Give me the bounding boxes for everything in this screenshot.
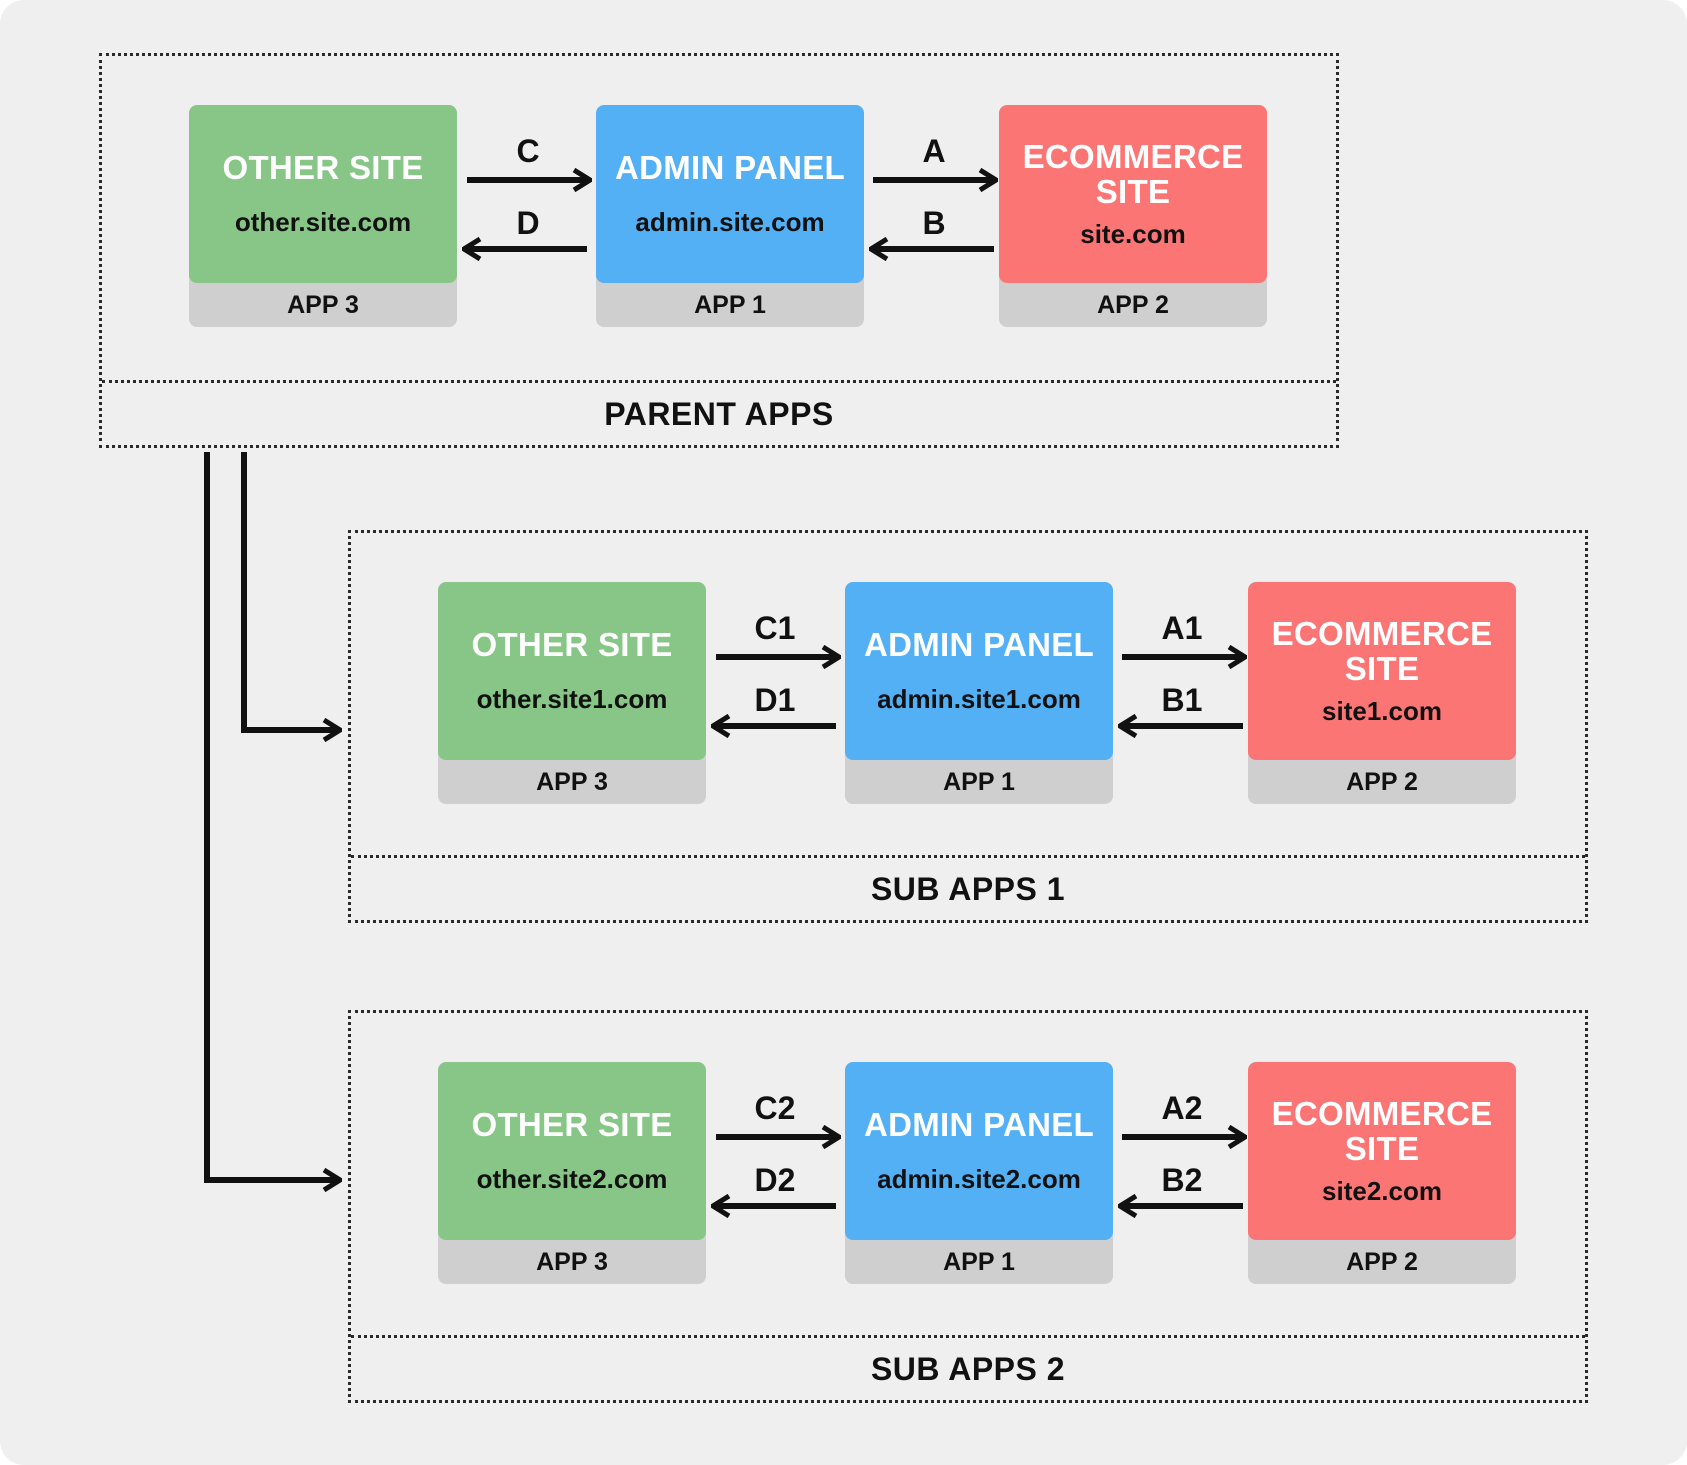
sub-apps-2-group: SUB APPS 2 bbox=[348, 1010, 1588, 1403]
app-title: ECOMMERCE SITE bbox=[1271, 614, 1493, 687]
app-title: ECOMMERCE SITE bbox=[1022, 137, 1244, 210]
sub-apps-2-label: SUB APPS 2 bbox=[351, 1335, 1585, 1400]
sub1-admin-panel-box: ADMIN PANEL admin.site1.com APP 1 bbox=[845, 582, 1113, 804]
edge-label-d1: D1 bbox=[754, 682, 796, 718]
app-title: OTHER SITE bbox=[471, 626, 673, 663]
app-domain: other.site.com bbox=[234, 207, 412, 237]
connector-parent-to-sub2 bbox=[204, 452, 340, 1180]
sub1-other-site-box: OTHER SITE other.site1.com APP 3 bbox=[438, 582, 706, 804]
app-footer-label: APP 1 bbox=[943, 767, 1015, 796]
app-title: ADMIN PANEL bbox=[614, 149, 845, 186]
app-domain: admin.site1.com bbox=[877, 684, 1081, 714]
parent-ecommerce-site-box: ECOMMERCE SITE site.com APP 2 bbox=[999, 105, 1267, 327]
sub1-ecommerce-site-box: ECOMMERCE SITE site1.com APP 2 bbox=[1248, 582, 1516, 804]
parent-apps-label: PARENT APPS bbox=[102, 380, 1336, 445]
parent-other-site-box: OTHER SITE other.site.com APP 3 bbox=[189, 105, 457, 327]
app-footer-label: APP 3 bbox=[536, 1247, 608, 1276]
app-title: ADMIN PANEL bbox=[863, 1106, 1094, 1143]
edge-label-a2: A2 bbox=[1161, 1090, 1203, 1126]
parent-apps-group: PARENT APPS bbox=[99, 53, 1339, 448]
app-footer-label: APP 3 bbox=[287, 290, 359, 319]
sub-apps-1-label: SUB APPS 1 bbox=[351, 855, 1585, 920]
app-domain: site1.com bbox=[1322, 695, 1442, 726]
app-title: OTHER SITE bbox=[222, 149, 424, 186]
app-footer-label: APP 2 bbox=[1346, 1247, 1418, 1276]
app-domain: other.site2.com bbox=[476, 1164, 668, 1194]
app-title: OTHER SITE bbox=[471, 1106, 673, 1143]
app-title: ECOMMERCE SITE bbox=[1271, 1094, 1493, 1167]
app-domain: other.site1.com bbox=[476, 684, 668, 714]
parent-admin-panel-box: ADMIN PANEL admin.site.com APP 1 bbox=[596, 105, 864, 327]
app-footer-label: APP 2 bbox=[1346, 767, 1418, 796]
app-footer-label: APP 3 bbox=[536, 767, 608, 796]
app-domain: admin.site.com bbox=[635, 207, 825, 237]
edge-label-b: B bbox=[922, 205, 946, 241]
edge-label-a: A bbox=[922, 133, 946, 169]
app-domain: admin.site2.com bbox=[877, 1164, 1081, 1194]
sub-apps-1-group: SUB APPS 1 bbox=[348, 530, 1588, 923]
edge-label-c2: C2 bbox=[754, 1090, 796, 1126]
app-footer-label: APP 1 bbox=[694, 290, 766, 319]
edge-label-a1: A1 bbox=[1161, 610, 1203, 646]
edge-label-c1: C1 bbox=[754, 610, 796, 646]
edge-label-b1: B1 bbox=[1161, 682, 1203, 718]
sub2-ecommerce-site-box: ECOMMERCE SITE site2.com APP 2 bbox=[1248, 1062, 1516, 1284]
app-footer-label: APP 1 bbox=[943, 1247, 1015, 1276]
app-domain: site2.com bbox=[1322, 1175, 1442, 1206]
edge-label-b2: B2 bbox=[1161, 1162, 1203, 1198]
app-title: ADMIN PANEL bbox=[863, 626, 1094, 663]
edge-label-d2: D2 bbox=[754, 1162, 796, 1198]
edge-label-c: C bbox=[516, 133, 540, 169]
sub2-other-site-box: OTHER SITE other.site2.com APP 3 bbox=[438, 1062, 706, 1284]
app-domain: site.com bbox=[1080, 218, 1186, 249]
edge-label-d: D bbox=[516, 205, 540, 241]
sub2-admin-panel-box: ADMIN PANEL admin.site2.com APP 1 bbox=[845, 1062, 1113, 1284]
connector-parent-to-sub1 bbox=[241, 452, 340, 730]
app-footer-label: APP 2 bbox=[1097, 290, 1169, 319]
